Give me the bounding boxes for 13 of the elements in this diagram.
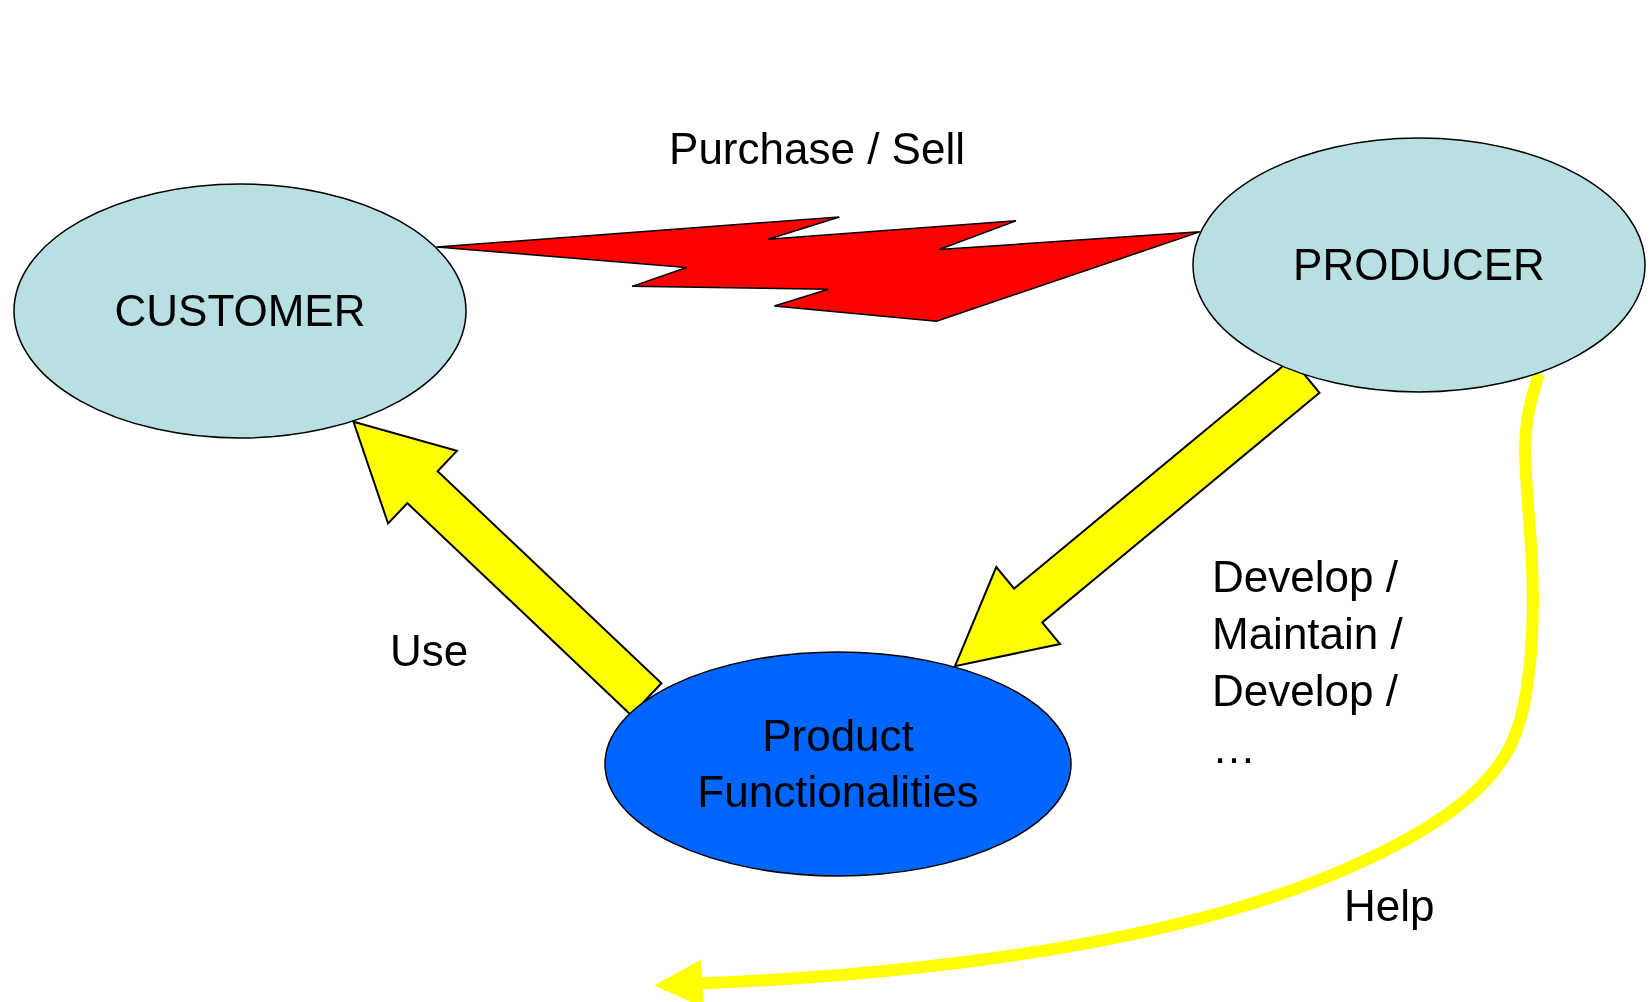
edge-label: Help: [1344, 880, 1436, 932]
edge-label: Develop / Maintain / Develop / …: [1212, 551, 1404, 774]
ellipse-node: [604, 651, 1072, 877]
node-label: Product Functionalities: [696, 710, 980, 818]
node-label: PRODUCER: [1292, 239, 1546, 291]
node-label: CUSTOMER: [113, 285, 367, 337]
block-arrow: [351, 420, 663, 717]
edge-label: Use: [390, 625, 470, 677]
curved-arrow: [654, 371, 1545, 1002]
ellipse-node: [1192, 137, 1646, 393]
ellipse-node: [13, 183, 467, 439]
lightning-bolt-arrow: [435, 216, 1201, 322]
edge-label: Purchase / Sell: [668, 123, 966, 175]
